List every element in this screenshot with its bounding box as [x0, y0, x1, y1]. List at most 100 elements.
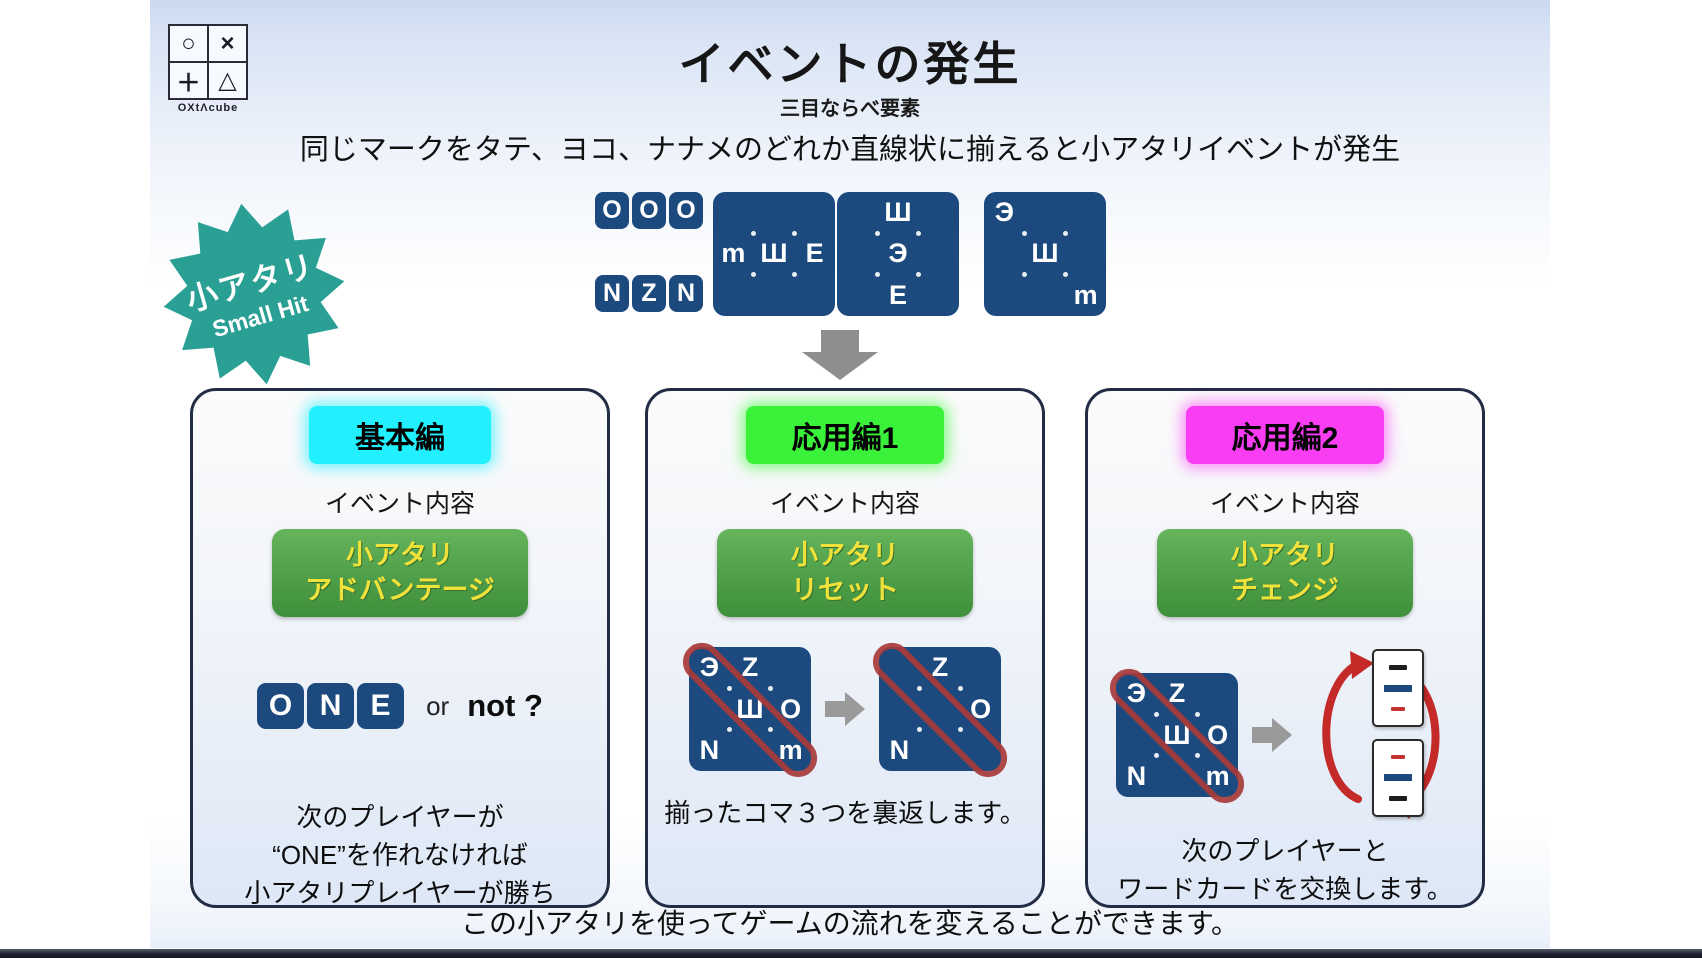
tile-cell [794, 192, 835, 233]
tile-cell: N [699, 735, 720, 765]
tile-cell [1065, 192, 1106, 233]
panel-basic-caption: 次のプレイヤーが “ONE”を作れなければ 小アタリプレイヤーが勝ち [244, 799, 555, 912]
panel-applied1-caption: 揃ったコマ３つを裏返します。 [664, 795, 1025, 833]
lead-sentence: 同じマークをタテ、ヨコ、ナナメのどれか直線状に揃えると小アタリイベントが発生 [299, 134, 1401, 166]
card-mark-black [1389, 665, 1407, 671]
word-card-bottom [1372, 739, 1424, 818]
tile-cell: Z [632, 275, 666, 312]
tile-cell: N [307, 683, 355, 730]
panel-applied2-header: 応用編2 [1185, 406, 1385, 464]
right-arrow-stem [1252, 727, 1272, 744]
right-arrow-icon [1252, 718, 1292, 753]
word-card-top [1372, 649, 1424, 728]
panel-applied2-caption: 次のプレイヤーと ワードカードを交換します。 [1117, 833, 1452, 908]
down-arrow-head [802, 352, 878, 380]
tile-cell [918, 275, 959, 316]
tile-cell: E [805, 238, 824, 269]
down-arrow-stem [821, 330, 859, 352]
panel-applied1-header: 応用編1 [745, 406, 945, 464]
card-word-tiles [1383, 773, 1413, 783]
tile-cell: Ш [760, 238, 788, 269]
event-line: 小アタリ [791, 540, 899, 570]
tile-cell: Z [1168, 678, 1186, 709]
tile-cell [713, 192, 754, 233]
event-line: リセット [791, 575, 899, 606]
card-mark-black [1389, 796, 1407, 802]
tile-cell [1065, 233, 1106, 274]
small-hit-badge: 小アタリ Small Hit [146, 186, 363, 403]
page-subtitle: 三目ならべ要素 [780, 98, 920, 120]
event-line: 小アタリ [346, 540, 454, 570]
tile-cell [918, 192, 959, 233]
event-line: アドバンテージ [305, 575, 495, 606]
tile-cell [754, 275, 795, 316]
event-line: チェンジ [1231, 575, 1339, 606]
tile-cell [984, 233, 1025, 274]
tile-cell: m [721, 238, 746, 269]
logo-triangle-icon: △ [209, 63, 246, 98]
tile-cell: E [357, 683, 405, 730]
logo-caption: OXtΛcube [177, 102, 239, 114]
tile-cell [1025, 275, 1066, 316]
caption-line: 次のプレイヤーと [1181, 836, 1389, 867]
right-arrow-icon [825, 692, 865, 727]
event-content-label: イベント内容 [1209, 490, 1360, 518]
tile-cell: O [1207, 719, 1229, 750]
event-box-reset: 小アタリ リセット [717, 529, 973, 618]
tile-cell [960, 647, 1001, 688]
tile-cell [1197, 673, 1238, 714]
tile-cell: Z [741, 652, 759, 683]
tile-cell [713, 275, 754, 316]
tile-cell: O [669, 192, 703, 229]
bottom-bar [0, 949, 1702, 958]
logo-cross-icon: × [209, 26, 246, 61]
tile-cell [984, 275, 1025, 316]
tile-cell: m [778, 735, 803, 765]
tile-cell: O [632, 192, 666, 229]
tile-cell [837, 192, 878, 233]
down-arrow-icon [802, 330, 878, 380]
not-text: not ? [467, 688, 543, 724]
tile-cell: N [669, 275, 703, 312]
panel-basic-header: 基本編 [309, 406, 491, 464]
tile-cell: O [970, 693, 992, 724]
caption-line: 揃ったコマ３つを裏返します。 [664, 798, 1026, 829]
tile-cell: Э [1126, 678, 1146, 709]
caption-line: 小アタリプレイヤーが勝ち [244, 877, 556, 908]
event-box-advantage: 小アタリ アドバンテージ [272, 529, 528, 618]
slide-background: ○ × ＋ △ OXtΛcube イベントの発生 三目ならべ要素 同じマークをタ… [150, 0, 1550, 948]
tile-cell: N [1126, 761, 1147, 791]
logo-circle-icon: ○ [170, 26, 207, 61]
tile-cell [837, 275, 878, 316]
app-logo: ○ × ＋ △ OXtΛcube [168, 24, 248, 114]
tile-cell: Э [888, 238, 908, 269]
caption-line: ワードカードを交換します。 [1117, 873, 1453, 904]
tile-cell: O [595, 192, 629, 229]
page-title: イベントの発生 [678, 38, 1022, 90]
tile-cell [1025, 192, 1066, 233]
caption-line: 次のプレイヤーが [296, 802, 504, 833]
card-mark-red [1391, 707, 1405, 712]
tile-cell [754, 192, 795, 233]
tile-cell: Ш [884, 197, 912, 228]
tile-cell: O [780, 693, 802, 724]
or-text: or [426, 690, 450, 721]
starburst-icon [163, 203, 345, 385]
tile-cell [918, 233, 959, 274]
event-content-label: イベント内容 [769, 490, 920, 518]
